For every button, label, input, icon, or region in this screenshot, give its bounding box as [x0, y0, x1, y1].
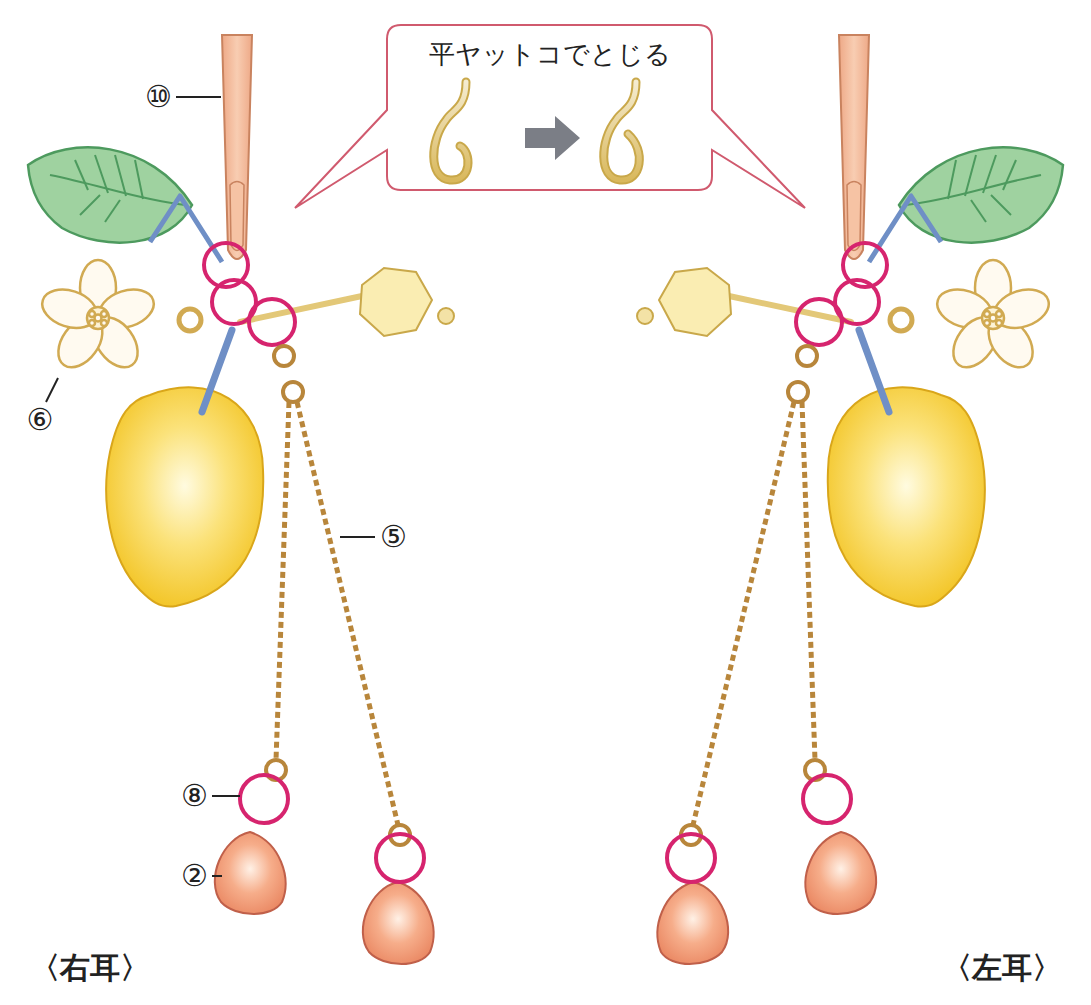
callout-box: 平ヤットコでとじる	[387, 34, 712, 75]
arrow-symbol	[525, 116, 580, 160]
leader-lines	[46, 97, 375, 876]
callout-number: ②	[181, 861, 208, 891]
callout-number: ⑤	[380, 522, 407, 552]
hook-after	[604, 82, 640, 180]
callout-number: ⑧	[181, 781, 208, 811]
hook-before	[434, 82, 468, 180]
ear-caption: 〈右耳〉	[30, 953, 150, 983]
instruction-text: 平ヤットコでとじる	[395, 38, 704, 71]
callout-number: ⑥	[27, 405, 54, 435]
ear-caption: 〈左耳〉	[942, 953, 1062, 983]
callout-number: ⑩	[145, 82, 172, 112]
callout-bubble	[295, 25, 805, 208]
